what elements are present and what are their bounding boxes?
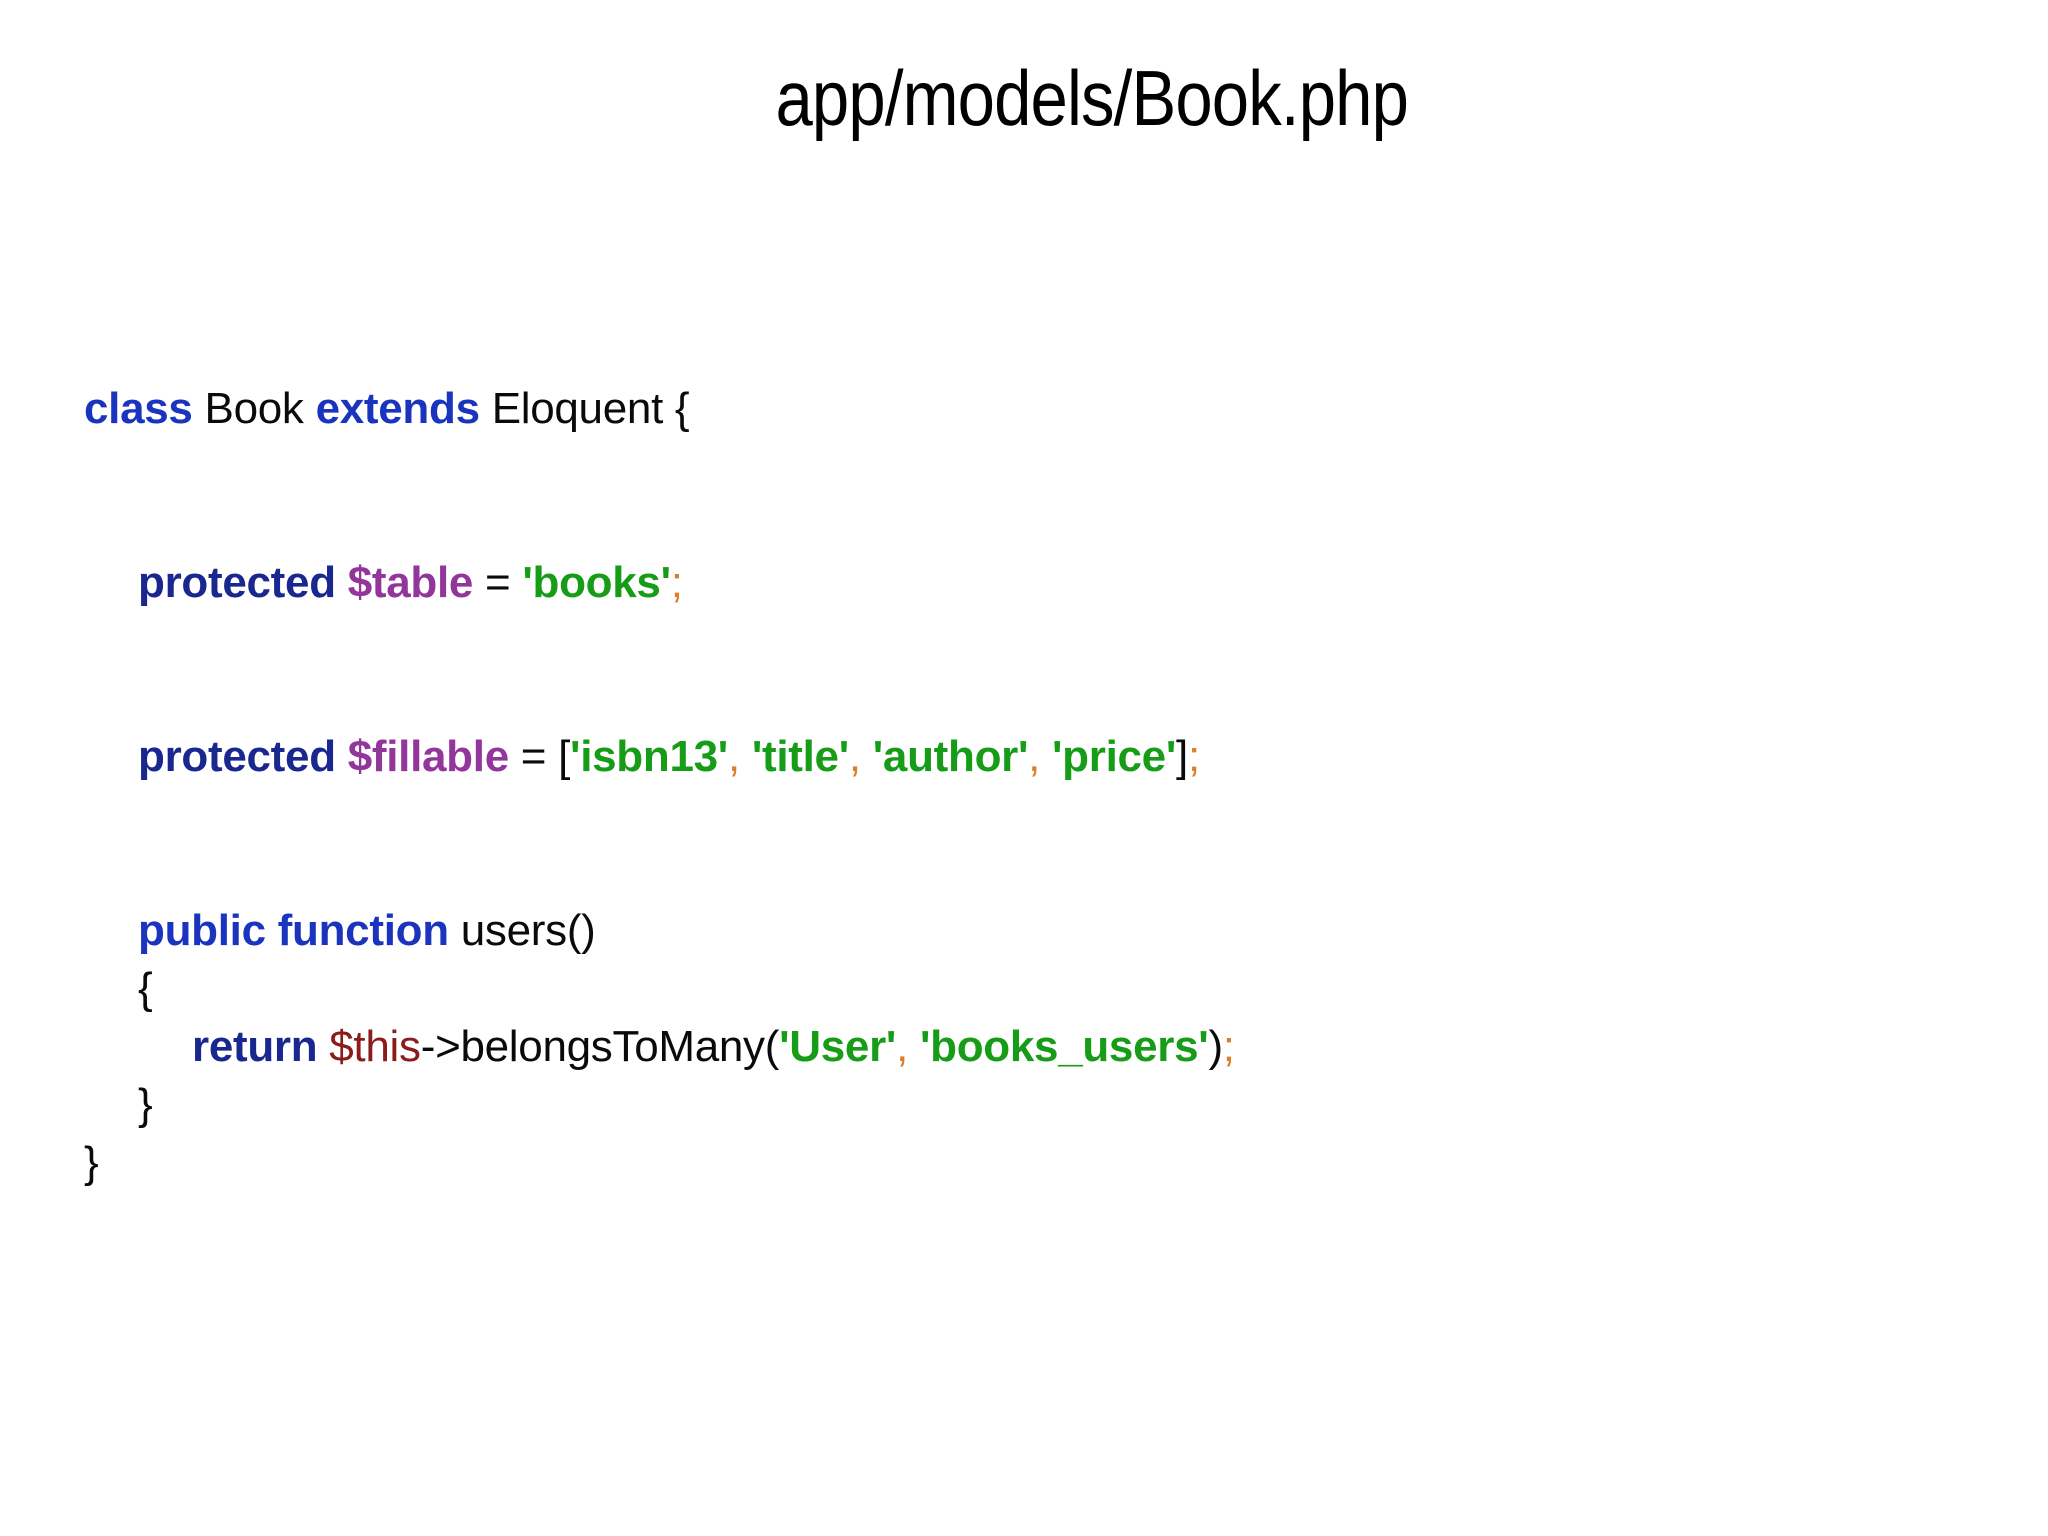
code-line: } [84, 1134, 1235, 1192]
code-token-plain: ->belongsToMany( [420, 1022, 780, 1071]
code-line: public function users() [84, 902, 1235, 960]
code-token-string: 'books_users' [919, 1022, 1209, 1071]
code-line [84, 844, 1235, 902]
code-token-this_var: $this [329, 1022, 421, 1071]
code-line: protected $fillable = ['isbn13', 'title'… [84, 728, 1235, 786]
code-block: class Book extends Eloquent { protected … [84, 380, 1235, 1192]
code-token-orange: , [1028, 732, 1052, 781]
code-token-keyword_dark: protected [138, 558, 336, 607]
code-token-string: 'price' [1052, 732, 1176, 781]
code-token-orange: , [727, 732, 752, 781]
code-token-plain [336, 558, 348, 607]
code-token-plain: } [84, 1138, 99, 1187]
code-token-orange: ; [670, 558, 683, 607]
code-token-string: 'title' [751, 732, 849, 781]
code-token-plain: ] [1176, 732, 1188, 781]
code-token-string: 'books' [522, 558, 671, 607]
code-token-orange: , [896, 1022, 920, 1071]
code-token-orange: , [848, 732, 873, 781]
code-token-string: 'isbn13' [570, 732, 728, 781]
code-line [84, 496, 1235, 554]
code-token-keyword: public function [138, 906, 449, 955]
code-token-plain: ) [1208, 1022, 1223, 1071]
code-line: } [84, 1076, 1235, 1134]
code-line: class Book extends Eloquent { [84, 380, 1235, 438]
code-token-plain: users() [448, 906, 596, 955]
code-line [84, 786, 1235, 844]
code-line: protected $table = 'books'; [84, 554, 1235, 612]
code-token-orange: ; [1187, 732, 1200, 781]
code-line [84, 612, 1235, 670]
code-token-string: 'User' [779, 1022, 897, 1071]
code-token-variable: $fillable [347, 732, 509, 781]
code-token-variable: $table [347, 558, 474, 607]
code-token-plain: = [ [508, 732, 571, 781]
code-token-keyword: class [84, 384, 193, 433]
code-token-plain: = [473, 558, 523, 607]
code-token-plain [336, 732, 348, 781]
code-token-orange: ; [1222, 1022, 1235, 1071]
code-token-plain [317, 1022, 329, 1071]
code-line: return $this->belongsToMany('User', 'boo… [84, 1018, 1235, 1076]
code-line: { [84, 960, 1235, 1018]
code-token-plain: { [138, 964, 153, 1013]
code-line [84, 438, 1235, 496]
code-token-string: 'author' [872, 732, 1029, 781]
code-token-plain: } [138, 1080, 153, 1129]
page-title-text: app/models/Book.php [775, 54, 1408, 142]
code-token-plain: Eloquent { [479, 384, 690, 433]
code-token-keyword: extends [315, 384, 481, 433]
code-token-plain: Book [192, 384, 316, 433]
code-token-keyword_dark: protected [138, 732, 336, 781]
page-title: app/models/Book.php [135, 54, 2048, 142]
code-line [84, 670, 1235, 728]
code-token-keyword_dark: return [192, 1022, 318, 1071]
